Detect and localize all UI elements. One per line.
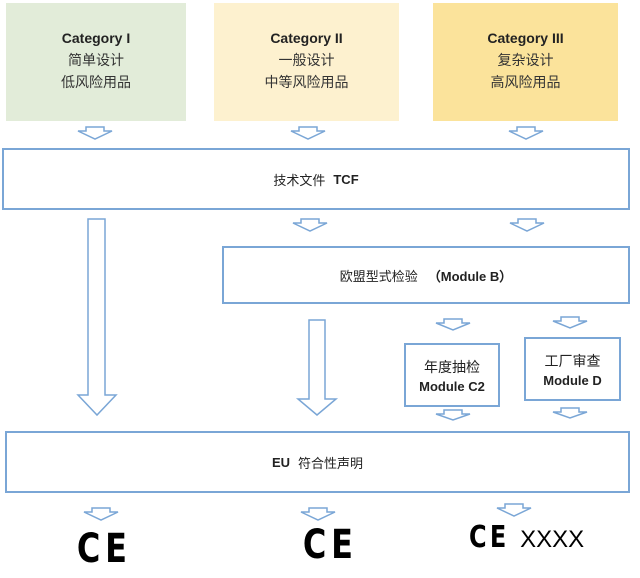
category-3-box: Category III 复杂设计 高风险用品: [433, 3, 618, 121]
category-2-design: 一般设计: [278, 53, 335, 69]
arrow-down-icon: [552, 407, 588, 419]
long-arrow-down-icon: [76, 218, 118, 417]
eu-declaration-en: EU: [271, 454, 291, 470]
notified-body-number: XXXX: [520, 526, 585, 553]
module-c2-box: 年度抽检 Module C2: [404, 343, 500, 407]
category-2-title: Category II: [270, 30, 343, 46]
arrow-down-icon: [435, 318, 471, 331]
module-b-en: （Module B）: [427, 268, 513, 284]
technical-file-en: TCF: [333, 171, 359, 187]
category-2-box: Category II 一般设计 中等风险用品: [214, 3, 399, 121]
category-2-risk: 中等风险用品: [264, 75, 349, 91]
eu-declaration-zh: 符合性声明: [298, 456, 364, 472]
arrow-down-icon: [290, 126, 326, 140]
arrow-down-icon: [77, 126, 113, 140]
module-c2-en: Module C2: [419, 378, 485, 394]
category-3-design: 复杂设计: [497, 53, 554, 69]
technical-file-zh: 技术文件: [273, 173, 326, 189]
arrow-down-icon: [508, 126, 544, 140]
arrow-down-icon: [435, 409, 471, 421]
module-d-en: Module D: [543, 372, 602, 388]
category-3-title: Category III: [487, 30, 564, 46]
module-b-zh: 欧盟型式检验: [339, 269, 418, 285]
ce-mark-category-1: CE: [70, 526, 139, 572]
arrow-down-icon: [496, 503, 532, 517]
ce-logo: CE: [302, 522, 358, 568]
long-arrow-down-icon: [295, 319, 339, 416]
arrow-down-icon: [552, 316, 588, 329]
module-d-box: 工厂审查 Module D: [524, 337, 621, 401]
ce-logo: CE: [76, 526, 132, 572]
category-1-box: Category I 简单设计 低风险用品: [6, 3, 186, 121]
module-d-zh: 工厂审查: [544, 353, 601, 370]
arrow-down-icon: [509, 218, 545, 232]
category-1-title: Category I: [61, 30, 131, 46]
module-c2-zh: 年度抽检: [424, 359, 480, 376]
ce-mark-category-3: CE XXXX: [464, 520, 584, 555]
arrow-down-icon: [292, 218, 328, 232]
category-1-risk: 低风险用品: [61, 75, 131, 91]
ce-logo: CE: [469, 520, 510, 555]
technical-file-box: 技术文件 TCF: [2, 148, 630, 210]
arrow-down-icon: [300, 507, 336, 521]
module-b-box: 欧盟型式检验 （Module B）: [222, 246, 630, 304]
eu-declaration-box: EU 符合性声明: [5, 431, 630, 493]
arrow-down-icon: [83, 507, 119, 521]
category-1-design: 简单设计: [68, 53, 124, 69]
ce-mark-category-2: CE: [296, 522, 365, 568]
category-3-risk: 高风险用品: [490, 75, 561, 91]
